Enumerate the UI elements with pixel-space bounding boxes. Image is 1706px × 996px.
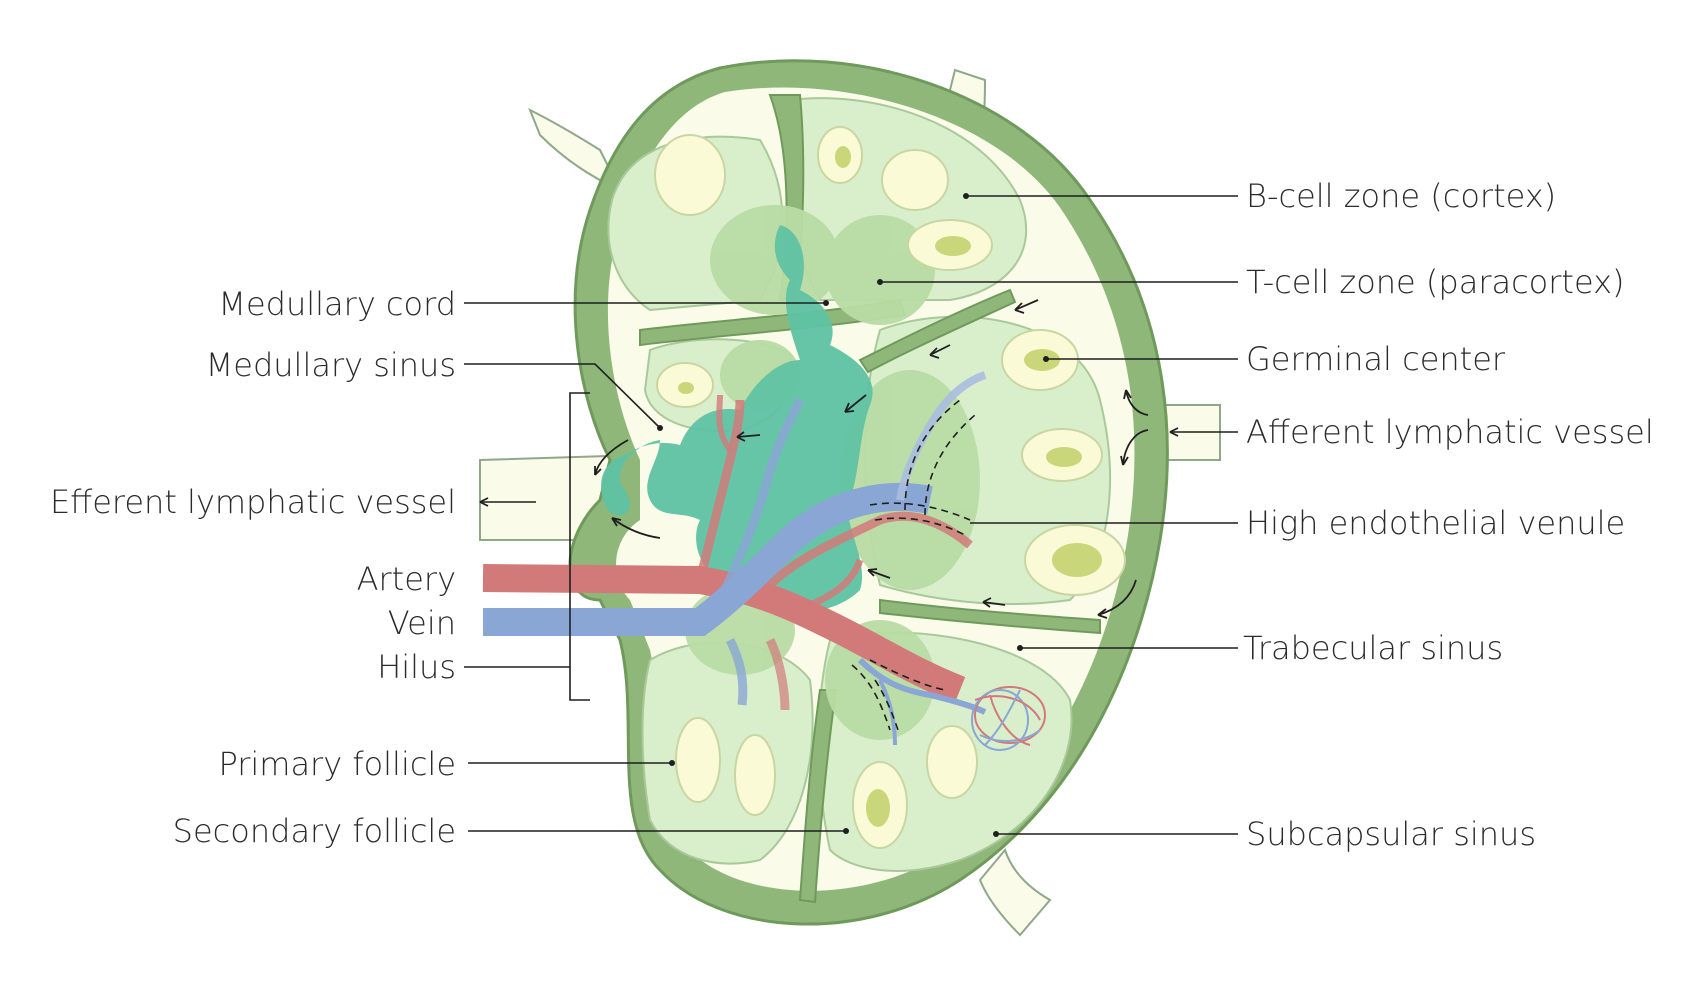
lymph-node-illustration — [479, 59, 1221, 937]
right-labels: B-cell zone (cortex) T-cell zone (paraco… — [1243, 177, 1654, 853]
label-trabecular-sinus: Trabecular sinus — [1243, 629, 1503, 667]
label-afferent-lymphatic-vessel: Afferent lymphatic vessel — [1246, 413, 1654, 451]
label-secondary-follicle: Secondary follicle — [173, 812, 456, 850]
capillary-network — [971, 686, 1046, 751]
label-t-cell-zone: T-cell zone (paracortex) — [1246, 263, 1625, 301]
germinal-centers — [678, 146, 1102, 827]
leader-lines — [464, 193, 1238, 837]
label-hilus: Hilus — [377, 648, 456, 686]
hev-outline — [851, 399, 976, 731]
left-labels: Medullary cord Medullary sinus Efferent … — [50, 285, 456, 850]
label-germinal-center: Germinal center — [1246, 340, 1506, 378]
lymph-flow-arrows — [594, 299, 1149, 619]
label-high-endothelial-venule: High endothelial venule — [1246, 504, 1625, 542]
trabeculae — [639, 94, 1101, 904]
label-medullary-sinus: Medullary sinus — [206, 346, 456, 384]
label-efferent-lymphatic-vessel: Efferent lymphatic vessel — [50, 483, 456, 521]
label-subcapsular-sinus: Subcapsular sinus — [1246, 815, 1536, 853]
label-primary-follicle: Primary follicle — [218, 745, 456, 783]
label-artery: Artery — [357, 560, 456, 598]
label-medullary-cord: Medullary cord — [218, 285, 456, 323]
label-b-cell-zone: B-cell zone (cortex) — [1246, 177, 1556, 215]
label-vein: Vein — [388, 604, 456, 642]
vein-vessel — [483, 483, 933, 636]
